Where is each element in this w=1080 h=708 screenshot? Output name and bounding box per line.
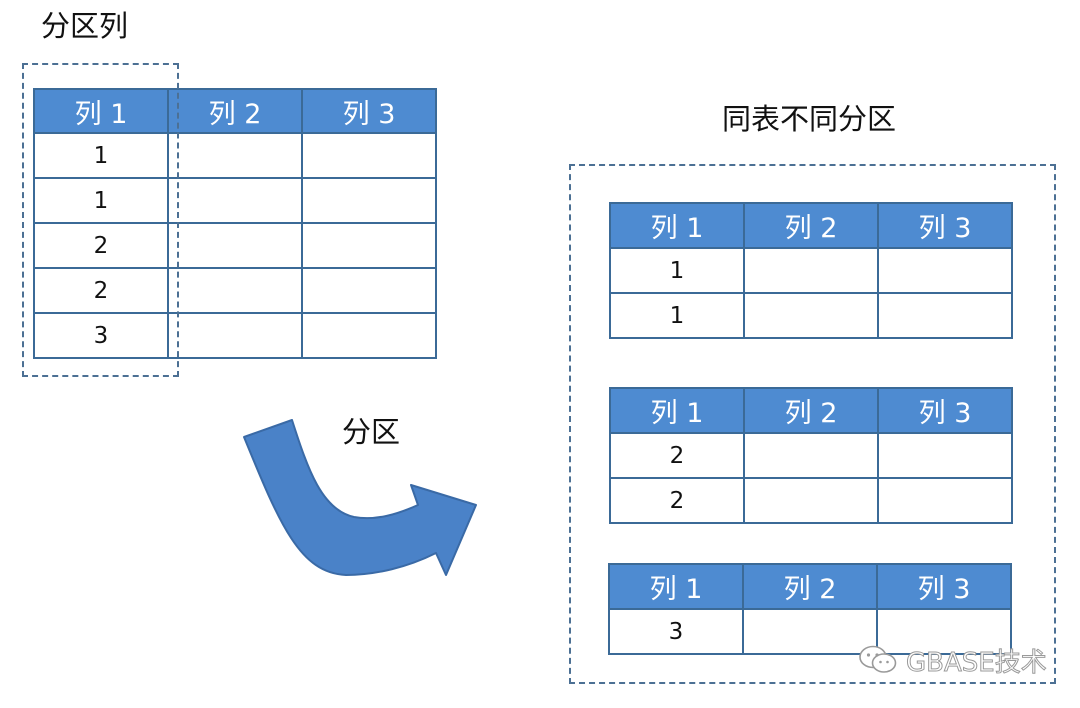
- partitions-container: [569, 164, 1056, 684]
- table-cell: [167, 132, 303, 179]
- header-row: 列 1 列 2 列 3: [33, 88, 437, 134]
- table-cell: [167, 177, 303, 224]
- partition-arrow-label: 分区: [342, 415, 401, 449]
- table-cell: 1: [609, 247, 745, 294]
- table-cell: [301, 177, 437, 224]
- table-row: 2: [33, 267, 437, 314]
- table-row: 1: [33, 177, 437, 224]
- table-cell: [301, 267, 437, 314]
- table-cell: [876, 608, 1012, 655]
- header-row: 列 1 列 2 列 3: [608, 563, 1012, 610]
- table-cell: [743, 477, 879, 524]
- partitions-title: 同表不同分区: [722, 102, 897, 136]
- table-cell: [743, 432, 879, 479]
- header-row: 列 1 列 2 列 3: [609, 202, 1013, 249]
- table-cell: [743, 292, 879, 339]
- header-cell-col1: 列 1: [609, 387, 745, 434]
- curved-arrow-icon: [243, 419, 477, 576]
- table-row: 1: [33, 132, 437, 179]
- table-cell: 3: [608, 608, 744, 655]
- header-cell-col1: 列 1: [33, 88, 169, 134]
- table-row: 1: [609, 247, 1013, 294]
- table-row: 1: [609, 292, 1013, 339]
- partition-table-1: 列 1 列 2 列 3 1 1: [609, 202, 1013, 339]
- header-cell-col1: 列 1: [609, 202, 745, 249]
- watermark-text: GBASE技术: [906, 647, 1048, 678]
- header-cell-col2: 列 2: [167, 88, 303, 134]
- source-table: 列 1 列 2 列 3 1 1 2 2 3: [33, 88, 437, 359]
- table-cell: [301, 222, 437, 269]
- partition-table-3: 列 1 列 2 列 3 3: [608, 563, 1012, 655]
- table-cell: 1: [33, 132, 169, 179]
- header-cell-col2: 列 2: [743, 387, 879, 434]
- partition-table-2: 列 1 列 2 列 3 2 2: [609, 387, 1013, 524]
- table-row: 3: [608, 608, 1012, 655]
- table-row: 2: [609, 477, 1013, 524]
- table-cell: [877, 247, 1013, 294]
- header-cell-col2: 列 2: [742, 563, 878, 610]
- table-cell: [743, 247, 879, 294]
- table-cell: 2: [33, 267, 169, 314]
- header-cell-col3: 列 3: [877, 202, 1013, 249]
- header-cell-col3: 列 3: [876, 563, 1012, 610]
- table-cell: [301, 132, 437, 179]
- table-cell: 2: [609, 432, 745, 479]
- table-cell: [877, 432, 1013, 479]
- table-cell: [877, 292, 1013, 339]
- header-cell-col3: 列 3: [877, 387, 1013, 434]
- watermark: GBASE技术: [858, 640, 1048, 680]
- header-cell-col3: 列 3: [301, 88, 437, 134]
- table-row: 2: [609, 432, 1013, 479]
- table-row: 3: [33, 312, 437, 359]
- wechat-icon: [859, 645, 897, 673]
- table-cell: [301, 312, 437, 359]
- table-cell: [167, 312, 303, 359]
- table-cell: [167, 267, 303, 314]
- header-cell-col2: 列 2: [743, 202, 879, 249]
- header-cell-col1: 列 1: [608, 563, 744, 610]
- header-row: 列 1 列 2 列 3: [609, 387, 1013, 434]
- table-cell: 2: [33, 222, 169, 269]
- table-cell: 3: [33, 312, 169, 359]
- table-cell: 1: [609, 292, 745, 339]
- table-cell: 2: [609, 477, 745, 524]
- table-row: 2: [33, 222, 437, 269]
- table-cell: [742, 608, 878, 655]
- table-cell: [167, 222, 303, 269]
- table-cell: 1: [33, 177, 169, 224]
- partition-column-label: 分区列: [41, 9, 129, 43]
- partition-column-highlight: [22, 63, 179, 377]
- table-cell: [877, 477, 1013, 524]
